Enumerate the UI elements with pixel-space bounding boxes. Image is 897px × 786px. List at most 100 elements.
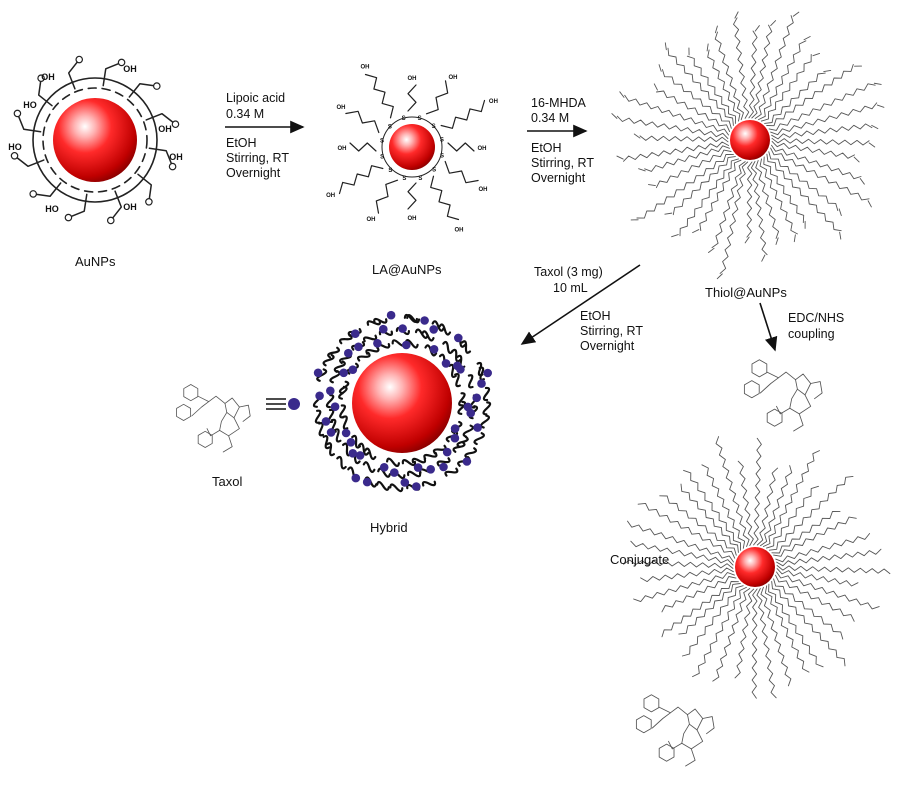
step3-time: Overnight xyxy=(580,339,635,353)
benzene-ring-icon xyxy=(197,430,213,448)
atom-label: OH xyxy=(158,124,172,134)
atom-label: OH xyxy=(455,227,464,233)
thiol-chain-squiggle xyxy=(421,480,437,487)
mhda-chain xyxy=(733,17,750,119)
taxol-bead xyxy=(354,342,363,352)
mhda-chain xyxy=(751,588,758,699)
taxol-bead xyxy=(454,333,463,343)
thiol-chain-squiggle xyxy=(411,457,427,464)
carboxyl-end xyxy=(838,208,842,216)
mhda-chain xyxy=(616,115,729,140)
taxol-bead xyxy=(483,368,493,378)
mhda-chain xyxy=(759,158,798,235)
carboxyl-end xyxy=(823,70,832,72)
mhda-chain xyxy=(773,516,857,557)
bond xyxy=(789,388,798,409)
thiol-chain-squiggle xyxy=(318,422,325,437)
lipoic-chain xyxy=(407,84,417,112)
taxol-bead xyxy=(450,433,460,443)
bond xyxy=(685,748,696,767)
mhda-chain xyxy=(630,540,734,566)
mhda-chain xyxy=(766,485,819,549)
step2-reagent: 16-MHDA xyxy=(531,96,587,110)
carboxylate-icon xyxy=(106,216,115,225)
mhda-chain xyxy=(763,156,805,224)
thiol-chain-squiggle xyxy=(454,372,461,388)
taxol-bead xyxy=(344,348,353,358)
taxol-bead xyxy=(351,329,360,339)
carboxyl-end xyxy=(761,254,766,262)
benzene-ring-icon xyxy=(766,408,783,427)
carboxyl-end xyxy=(793,234,796,243)
carboxyl-end xyxy=(775,237,779,245)
mhda-chain xyxy=(678,583,741,635)
step2-conc: 0.34 M xyxy=(531,111,569,125)
carboxyl-end xyxy=(658,64,662,72)
carboxyl-end xyxy=(867,200,872,208)
lipoic-chain xyxy=(345,110,380,134)
thiol-chain-squiggle xyxy=(362,461,376,473)
label-conjugate: Conjugate xyxy=(610,552,669,567)
mhda-chain xyxy=(766,153,842,232)
carboxylate-icon xyxy=(29,190,38,198)
mhda-chain xyxy=(750,161,768,256)
lipoic-chain xyxy=(375,179,399,214)
thiol-chain-squiggle xyxy=(458,392,466,407)
carboxylate-icon xyxy=(152,82,161,90)
carboxyl-end xyxy=(714,25,718,34)
conjugate-structure: Conjugate xyxy=(610,359,891,767)
mhda-chain xyxy=(775,574,855,622)
thiol-chain-squiggle xyxy=(322,353,335,367)
carboxylate-icon xyxy=(37,74,45,83)
atom-label: S xyxy=(380,154,384,160)
gold-core-aunps xyxy=(53,98,137,182)
thiol-chain-squiggle xyxy=(448,363,457,378)
label-thiol-aunps: Thiol@AuNPs xyxy=(705,285,787,300)
mhda-chain xyxy=(768,151,839,212)
step2-stir: Stirring, RT xyxy=(531,156,594,170)
carboxyl-end xyxy=(616,155,624,160)
thiol-chain-squiggle xyxy=(421,330,435,342)
carboxyl-end xyxy=(859,178,865,185)
taxol-bead xyxy=(348,449,358,458)
mhda-chain xyxy=(661,576,737,613)
taxol-bead xyxy=(429,345,439,354)
citrate-branch xyxy=(137,173,153,203)
atom-label: S xyxy=(402,116,406,122)
mhda-chain xyxy=(701,464,746,549)
mhda-chain xyxy=(764,585,810,673)
taxol-bead xyxy=(386,310,396,320)
citrate-branch xyxy=(67,193,88,219)
mhda-chain xyxy=(770,102,878,136)
bond xyxy=(191,401,210,417)
thiol-chain-squiggle xyxy=(432,444,447,455)
atom-label: OH xyxy=(123,64,137,74)
thiol-chain-squiggle xyxy=(329,370,341,384)
taxol-bead xyxy=(373,339,382,348)
bond xyxy=(238,404,251,422)
mhda-chain xyxy=(624,94,729,136)
carboxyl-end xyxy=(671,234,679,238)
step1-stir: Stirring, RT xyxy=(226,151,289,165)
atom-label: S xyxy=(388,168,392,174)
taxol-bead xyxy=(456,365,465,374)
label-la-aunps: LA@AuNPs xyxy=(372,262,442,277)
step2-time: Overnight xyxy=(531,171,586,185)
mhda-chain xyxy=(667,47,734,126)
atom-label: S xyxy=(418,176,422,182)
mhda-chain xyxy=(768,583,824,668)
benzene-ring-icon xyxy=(635,715,652,734)
taxol-bead xyxy=(330,402,340,412)
step4-line1: EDC/NHS xyxy=(788,311,844,325)
taxol-bead xyxy=(442,447,452,457)
step3-stir: Stirring, RT xyxy=(580,324,643,338)
bond xyxy=(687,714,698,731)
arrow-step4: EDC/NHS coupling xyxy=(759,302,844,352)
thiol-chain-squiggle xyxy=(351,434,362,449)
mhda-chain xyxy=(760,586,792,687)
mhda-chain xyxy=(775,533,871,563)
arrow-step3: Taxol (3 mg) 10 mL EtOH Stirring, RT Ove… xyxy=(520,264,643,353)
thiol-chain-squiggle xyxy=(336,455,347,470)
